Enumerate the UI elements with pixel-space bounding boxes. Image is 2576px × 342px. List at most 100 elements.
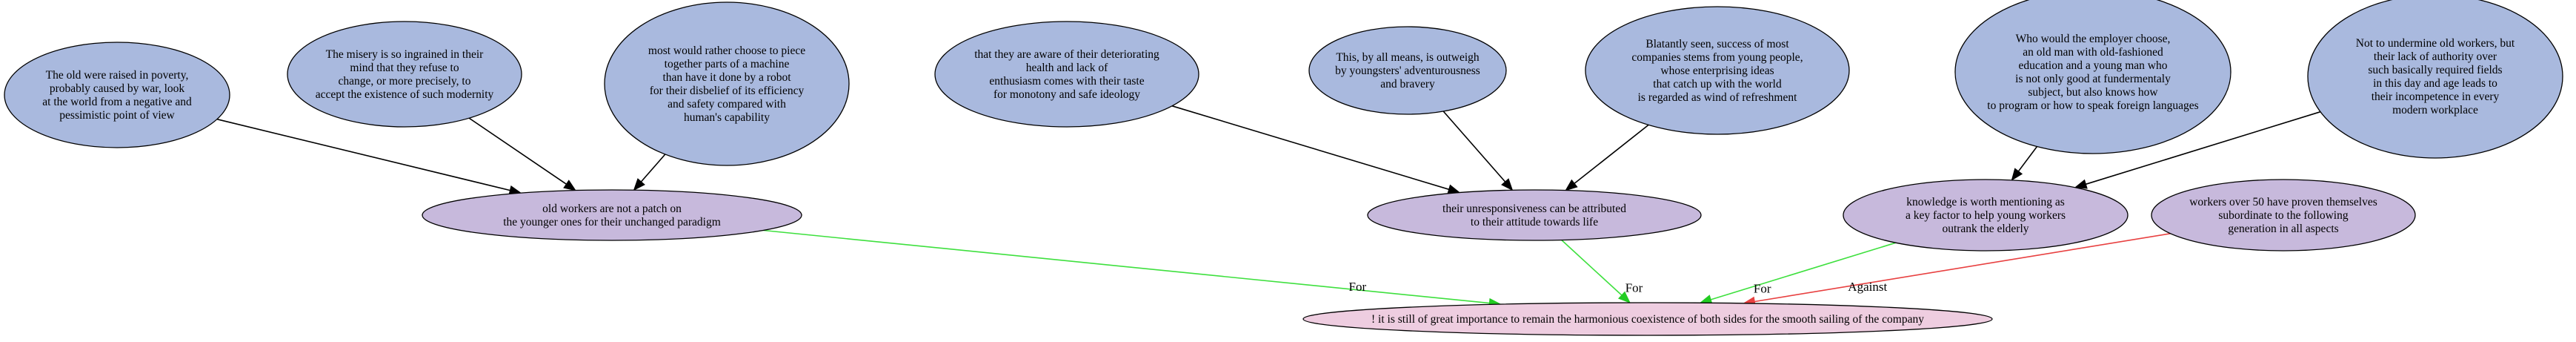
edge-arrowhead: [633, 178, 645, 191]
edge-arrowhead: [563, 180, 576, 191]
edge-arrowhead: [2011, 168, 2023, 181]
node-text-line: is not only good at fundermentaly: [2015, 73, 2171, 85]
node-text-line: The old were raised in poverty,: [46, 69, 189, 82]
node-text-line: and safety compared with: [668, 98, 786, 111]
node-ellipse: [287, 21, 522, 128]
edge-line: [2086, 111, 2321, 185]
edge-m1-to-root: For: [763, 229, 1502, 309]
node-ellipse: [1308, 26, 1507, 115]
node-text-line: by youngsters' adventurousness: [1335, 65, 1480, 77]
node-ellipse: [2307, 0, 2563, 159]
node-text-line: for monotony and safe ideology: [994, 88, 1140, 101]
node-text-line: workers over 50 have proven themselves: [2189, 196, 2377, 208]
node-text-line: for their disbelief of its efficiency: [650, 85, 805, 97]
node-text-line: an old man with old-fashioned: [2023, 46, 2163, 59]
node-text-line: old workers are not a patch on: [542, 203, 682, 215]
node-text-line: enthusiasm comes with their taste: [989, 75, 1144, 88]
node-text-line: their incompetence in every: [2372, 91, 2500, 103]
edge-line: [2017, 146, 2038, 172]
edge-line: [1574, 124, 1649, 184]
edge-a2-to-m1: [468, 117, 576, 191]
node-text-line: a key factor to help young workers: [1906, 209, 2066, 222]
edge-line: [1442, 111, 1506, 182]
node-a1: The old were raised in poverty,probably …: [4, 42, 230, 148]
edge-c1-to-m3: [2011, 146, 2038, 181]
node-text-line: human's capability: [684, 111, 770, 124]
edge-label: Against: [1848, 280, 1887, 294]
nodes-layer: The old were raised in poverty,probably …: [4, 0, 2563, 336]
node-text-line: than have it done by a robot: [662, 71, 791, 84]
node-text-line: Blatantly seen, success of most: [1645, 38, 1789, 50]
node-text-line: the younger ones for their unchanged par…: [503, 216, 721, 228]
node-ellipse: [1843, 179, 2129, 251]
node-text-line: is regarded as wind of refreshment: [1638, 91, 1797, 104]
edge-label: For: [1625, 280, 1643, 295]
node-text-line: subject, but also knows how: [2028, 86, 2158, 99]
node-text-line: accept the existence of such modernity: [316, 88, 494, 101]
node-text-line: their unresponsiveness can be attributed: [1442, 203, 1626, 215]
node-ellipse: [422, 189, 802, 241]
node-text-line: together parts of a machine: [665, 58, 790, 70]
node-ellipse: [2151, 179, 2416, 251]
edge-label: For: [1349, 280, 1367, 294]
node-ellipse: [1367, 189, 1702, 241]
node-text-line: modern workplace: [2392, 104, 2478, 116]
edge-arrowhead: [1501, 178, 1514, 191]
node-text-line: most would rather choose to piece: [648, 45, 805, 57]
node-ellipse: [1585, 6, 1850, 135]
node-text-line: knowledge is worth mentioning as: [1906, 196, 2065, 208]
node-ellipse: [1302, 302, 1993, 336]
edge-a3-to-m1: [633, 154, 666, 191]
node-text-line: and bravery: [1380, 78, 1435, 91]
edge-b2-to-m2: [1442, 111, 1514, 191]
node-text-line: education and a young man who: [2018, 59, 2167, 72]
edge-arrowhead: [1618, 291, 1631, 303]
node-c1: Who would the employer choose,an old man…: [1954, 0, 2231, 154]
node-text-line: mind that they refuse to: [350, 62, 459, 74]
node-b3: Blatantly seen, success of mostcompanies…: [1585, 6, 1850, 135]
edge-m3-to-root: For: [1699, 242, 1897, 305]
node-text-line: whose enterprising ideas: [1660, 65, 1774, 77]
node-text-line: The misery is so ingrained in their: [326, 48, 484, 61]
node-text-line: probably caused by war, look: [50, 82, 185, 95]
node-m4: workers over 50 have proven themselvessu…: [2151, 179, 2416, 251]
edge-c2-to-m3: [2074, 111, 2321, 189]
node-text-line: that catch up with the world: [1653, 78, 1782, 91]
node-a2: The misery is so ingrained in theirmind …: [287, 21, 522, 128]
edge-line: [1561, 239, 1623, 296]
edge-b1-to-m2: [1171, 105, 1461, 194]
edge-arrowhead: [2074, 179, 2088, 189]
node-text-line: subordinate to the following: [2218, 209, 2348, 222]
edge-m2-to-root: For: [1561, 239, 1643, 303]
node-text-line: companies stems from young people,: [1631, 51, 1803, 64]
edge-line: [640, 154, 666, 182]
node-text-line: to their attitude towards life: [1471, 216, 1598, 228]
node-text-line: Who would the employer choose,: [2016, 33, 2171, 45]
edge-line: [216, 118, 510, 191]
node-text-line: Not to undermine old workers, but: [2356, 37, 2515, 50]
node-text-line: This, by all means, is outweigh: [1336, 51, 1480, 64]
edge-label: For: [1754, 281, 1771, 295]
node-root: ! it is still of great importance to rem…: [1302, 302, 1993, 336]
node-text-line: change, or more precisely, to: [339, 75, 471, 88]
node-a3: most would rather choose to piecetogethe…: [604, 1, 850, 166]
node-text-line: generation in all aspects: [2228, 223, 2338, 235]
edge-line: [1710, 242, 1897, 300]
node-text-line: in this day and age leads to: [2373, 77, 2497, 90]
node-b1: that they are aware of their deteriorati…: [934, 21, 1199, 128]
node-text-line: ! it is still of great importance to rem…: [1371, 313, 1924, 326]
node-text-line: their lack of authority over: [2374, 50, 2497, 63]
node-text-line: to program or how to speak foreign langu…: [1987, 99, 2198, 112]
edge-line: [1171, 105, 1449, 191]
node-text-line: that they are aware of their deteriorati…: [974, 48, 1159, 61]
edge-line: [763, 229, 1490, 304]
edge-arrowhead: [1565, 179, 1578, 191]
edge-line: [468, 117, 567, 185]
node-text-line: outrank the elderly: [1942, 223, 2028, 235]
edge-b3-to-m2: [1565, 124, 1649, 191]
node-m3: knowledge is worth mentioning asa key fa…: [1843, 179, 2129, 251]
edge-a1-to-m1: [216, 118, 522, 196]
edge-line: [1754, 233, 2171, 303]
